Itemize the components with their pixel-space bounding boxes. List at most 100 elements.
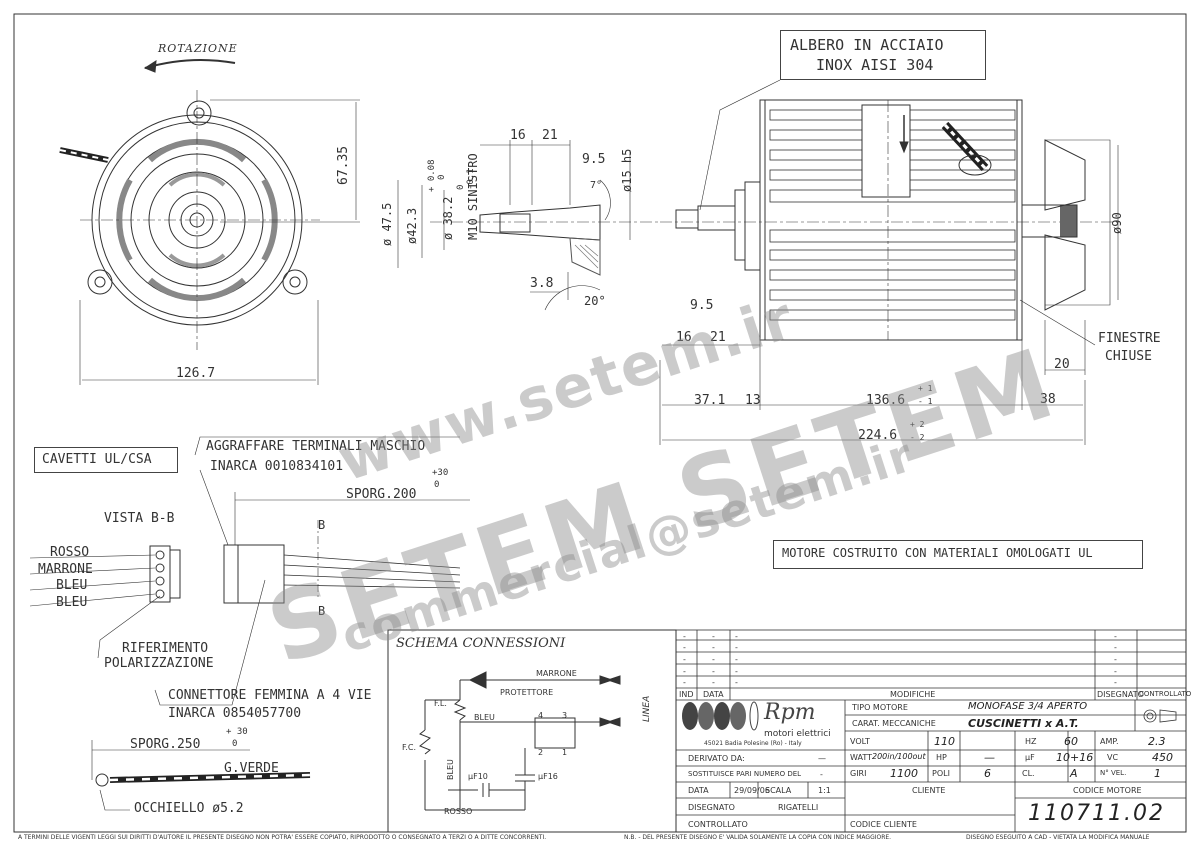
- rev-cell: -: [1114, 678, 1117, 687]
- rev-cell: -: [683, 655, 686, 664]
- sostituisce-value: -: [820, 770, 823, 779]
- dim-13: 13: [745, 393, 761, 408]
- terminal-note-line2: INARCA 0010834101: [210, 459, 344, 474]
- schema-pin-4: 4: [538, 711, 544, 720]
- shaft-note-line2: INOX AISI 304: [816, 56, 934, 74]
- schema-rosso: ROSSO: [444, 807, 473, 816]
- sostituisce-label: SOSTITUISCE PARI NUMERO DEL: [688, 770, 802, 778]
- footer-cad-note: DISEGNO ESEGUITO A CAD - VIETATA LA MODI…: [966, 834, 1150, 841]
- dim-16-b: 16: [676, 330, 692, 345]
- cl-value: A: [1070, 767, 1078, 780]
- dim-224-6: 224.6: [858, 428, 898, 443]
- dim-m10-sinistro: M10 SINISTRO: [466, 153, 480, 240]
- rotation-label: ROTAZIONE: [158, 42, 238, 55]
- sporg-200-tol-upper: +30: [432, 468, 449, 478]
- rev-cell: -: [712, 655, 715, 664]
- dim-dia-15: ø15 h5: [620, 148, 634, 192]
- disegnato-value: RIGATELLI: [778, 803, 819, 812]
- scala-value: 1:1: [818, 786, 831, 795]
- window-note-line2: CHIUSE: [1105, 349, 1152, 364]
- view-label-bb: VISTA B-B: [104, 511, 175, 526]
- dim-21-a: 21: [542, 128, 558, 143]
- schema-protettore: PROTETTORE: [500, 688, 554, 697]
- scala-label: SCALA: [765, 786, 792, 795]
- dim-9-5-a: 9.5: [582, 152, 606, 167]
- wire-color-3: BLEU: [56, 578, 88, 593]
- rev-cell: -: [712, 643, 715, 652]
- schema-bleu-v: BLEU: [446, 759, 455, 780]
- sporg-250-tol-lower: 0: [232, 739, 238, 749]
- amp-label: AMP.: [1100, 737, 1119, 746]
- shaft-note-box: [780, 30, 986, 80]
- wire-color-2: MARRONE: [38, 562, 93, 577]
- uf-value: 10+16: [1056, 751, 1094, 764]
- wiring-schematic: [387, 629, 677, 833]
- dim-136-6-tol-lower: - 1: [918, 397, 933, 406]
- amp-value: 2.3: [1148, 735, 1166, 748]
- rev-cell: -: [683, 643, 686, 652]
- section-mark-top: B: [318, 518, 326, 532]
- schema-pin-1: 1: [562, 748, 568, 757]
- codice-cliente-label: CODICE CLIENTE: [850, 820, 917, 829]
- terminal-note-line1: AGGRAFFARE TERMINALI MASCHIO: [206, 439, 426, 454]
- hz-value: 60: [1064, 735, 1078, 748]
- volt-value: 110: [934, 735, 955, 748]
- dim-dia-90: ø90: [1110, 212, 1124, 234]
- dim-136-6: 136.6: [866, 393, 906, 408]
- rev-cell: -: [683, 678, 686, 687]
- schema-marrone: MARRONE: [536, 669, 577, 678]
- disegnato-label: DISEGNATO: [688, 803, 735, 812]
- cables-note-box: [34, 447, 178, 473]
- footer-index-note: N.B. - DEL PRESENTE DISEGNO E' VALIDA SO…: [624, 834, 892, 841]
- giri-label: GIRI: [850, 769, 867, 778]
- hp-label: HP: [936, 753, 947, 762]
- dim-7-deg: 7°: [590, 180, 603, 191]
- nvel-value: 1: [1154, 767, 1161, 780]
- rev-cell: -: [712, 678, 715, 687]
- rev-cell: -: [1114, 643, 1117, 652]
- schema-title: SCHEMA CONNESSIONI: [396, 636, 566, 651]
- rev-cell: -: [683, 632, 686, 641]
- rev-head-mod: MODIFICHE: [890, 690, 936, 699]
- ul-note-box: [773, 540, 1143, 569]
- cables-note: CAVETTI UL/CSA: [42, 452, 152, 467]
- company-logo-text: Rpm: [764, 700, 816, 725]
- polarization-line2: POLARIZZAZIONE: [104, 656, 214, 671]
- carat-label: CARAT. MECCANICHE: [852, 719, 936, 728]
- wire-color-4: BLEU: [56, 595, 88, 610]
- tipo-value: MONOFASE 3/4 APERTO: [968, 701, 1088, 712]
- dim-67-35: 67.35: [336, 145, 351, 185]
- data-value: 29/09/06: [734, 786, 770, 795]
- eyelet-note: OCCHIELLO ø5.2: [134, 801, 244, 816]
- rev-cell: -: [735, 643, 738, 652]
- projection-symbol-icon: [1143, 709, 1177, 723]
- dim-224-6-tol-lower: - 2: [910, 433, 925, 442]
- company-address: 45021 Badia Polesine (Ro) - Italy: [704, 740, 802, 747]
- giri-value: 1100: [890, 767, 918, 780]
- schema-fl: F.L.: [434, 699, 447, 708]
- volt-label: VOLT: [850, 737, 870, 746]
- shaft-detail: [397, 140, 660, 311]
- schema-cap1: µF10: [468, 772, 488, 781]
- dim-20: 20: [1054, 357, 1070, 372]
- rev-head-con: CONTROLLATO: [1139, 690, 1192, 698]
- dim-224-6-tol-upper: + 2: [910, 420, 925, 429]
- company-name: motori elettrici: [764, 729, 831, 739]
- rev-cell: -: [712, 667, 715, 676]
- dim-dia-42-3-tol-upper: + 0.08: [427, 159, 437, 192]
- rev-cell: -: [735, 667, 738, 676]
- front-view: [59, 58, 360, 385]
- rev-cell: -: [735, 655, 738, 664]
- sporg-200: SPORG.200: [346, 487, 417, 502]
- rev-cell: -: [735, 678, 738, 687]
- wire-color-1: ROSSO: [50, 545, 90, 560]
- controllato-label: CONTROLLATO: [688, 820, 748, 829]
- watt-label: WATT: [850, 753, 872, 762]
- footer-copyright: A TERMINI DELLE VIGENTI LEGGI SUI DIRITT…: [18, 834, 547, 841]
- rev-cell: -: [1114, 667, 1117, 676]
- vc-value: 450: [1152, 751, 1173, 764]
- rev-cell: -: [1114, 632, 1117, 641]
- tipo-label: TIPO MOTORE: [852, 703, 908, 712]
- sporg-250: SPORG.250: [130, 737, 201, 752]
